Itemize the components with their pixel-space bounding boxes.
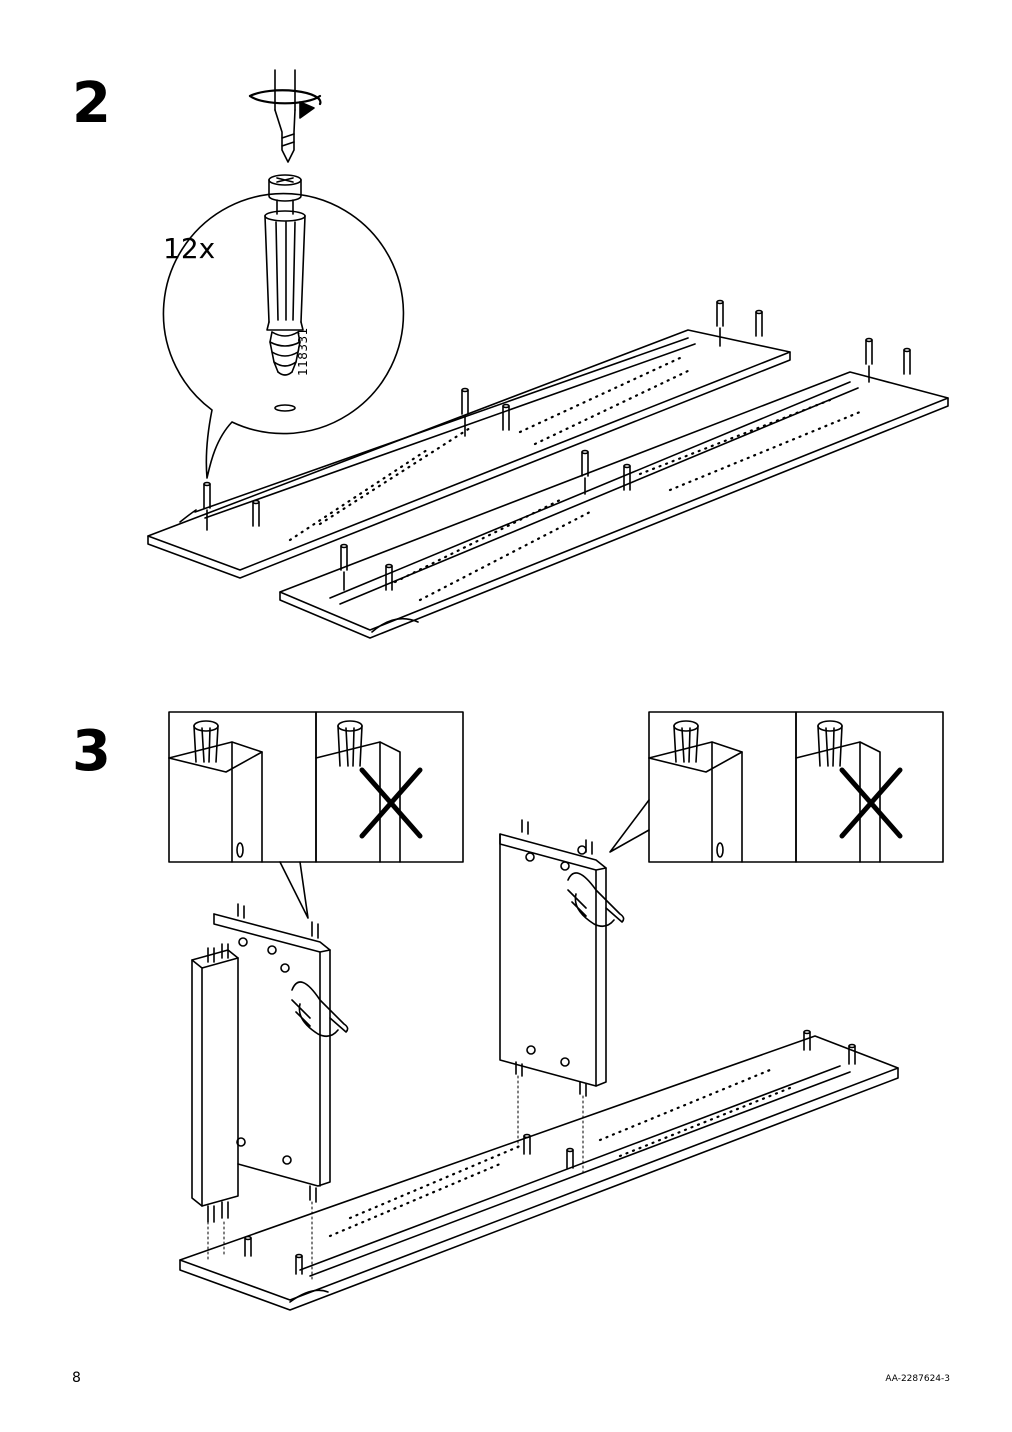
detail-panel-incorrect bbox=[795, 711, 944, 863]
quantity-label: 12x bbox=[163, 232, 216, 265]
dowel-screw-icon bbox=[264, 174, 306, 412]
callout-pointer bbox=[279, 861, 309, 919]
document-code: AA-2287624-3 bbox=[885, 1374, 950, 1384]
upright-panel bbox=[499, 819, 607, 1097]
hole-row bbox=[328, 1068, 792, 1238]
shelf-plank bbox=[147, 329, 791, 579]
step-number: 2 bbox=[72, 71, 111, 136]
screwdriver-icon bbox=[248, 69, 322, 163]
detail-panel-incorrect bbox=[315, 711, 464, 863]
hole-row bbox=[393, 398, 862, 602]
hand-icon bbox=[567, 872, 625, 928]
guide-line bbox=[207, 1075, 584, 1281]
side-panel bbox=[191, 943, 239, 1223]
base-plank bbox=[179, 1035, 899, 1311]
detail-panel-correct bbox=[168, 711, 317, 863]
step-number: 3 bbox=[72, 719, 111, 784]
page-number: 8 bbox=[72, 1370, 81, 1386]
magnifier-bubble bbox=[162, 192, 405, 479]
detail-panel-correct bbox=[648, 711, 797, 863]
upright-panel bbox=[213, 903, 331, 1203]
dowel-icon bbox=[244, 1029, 856, 1275]
hole-row bbox=[288, 356, 692, 542]
dowel-icon bbox=[340, 337, 911, 591]
hand-icon bbox=[291, 981, 349, 1038]
callout-pointer bbox=[609, 799, 650, 853]
dowel-icon bbox=[203, 299, 763, 531]
shelf-plank bbox=[279, 371, 949, 639]
